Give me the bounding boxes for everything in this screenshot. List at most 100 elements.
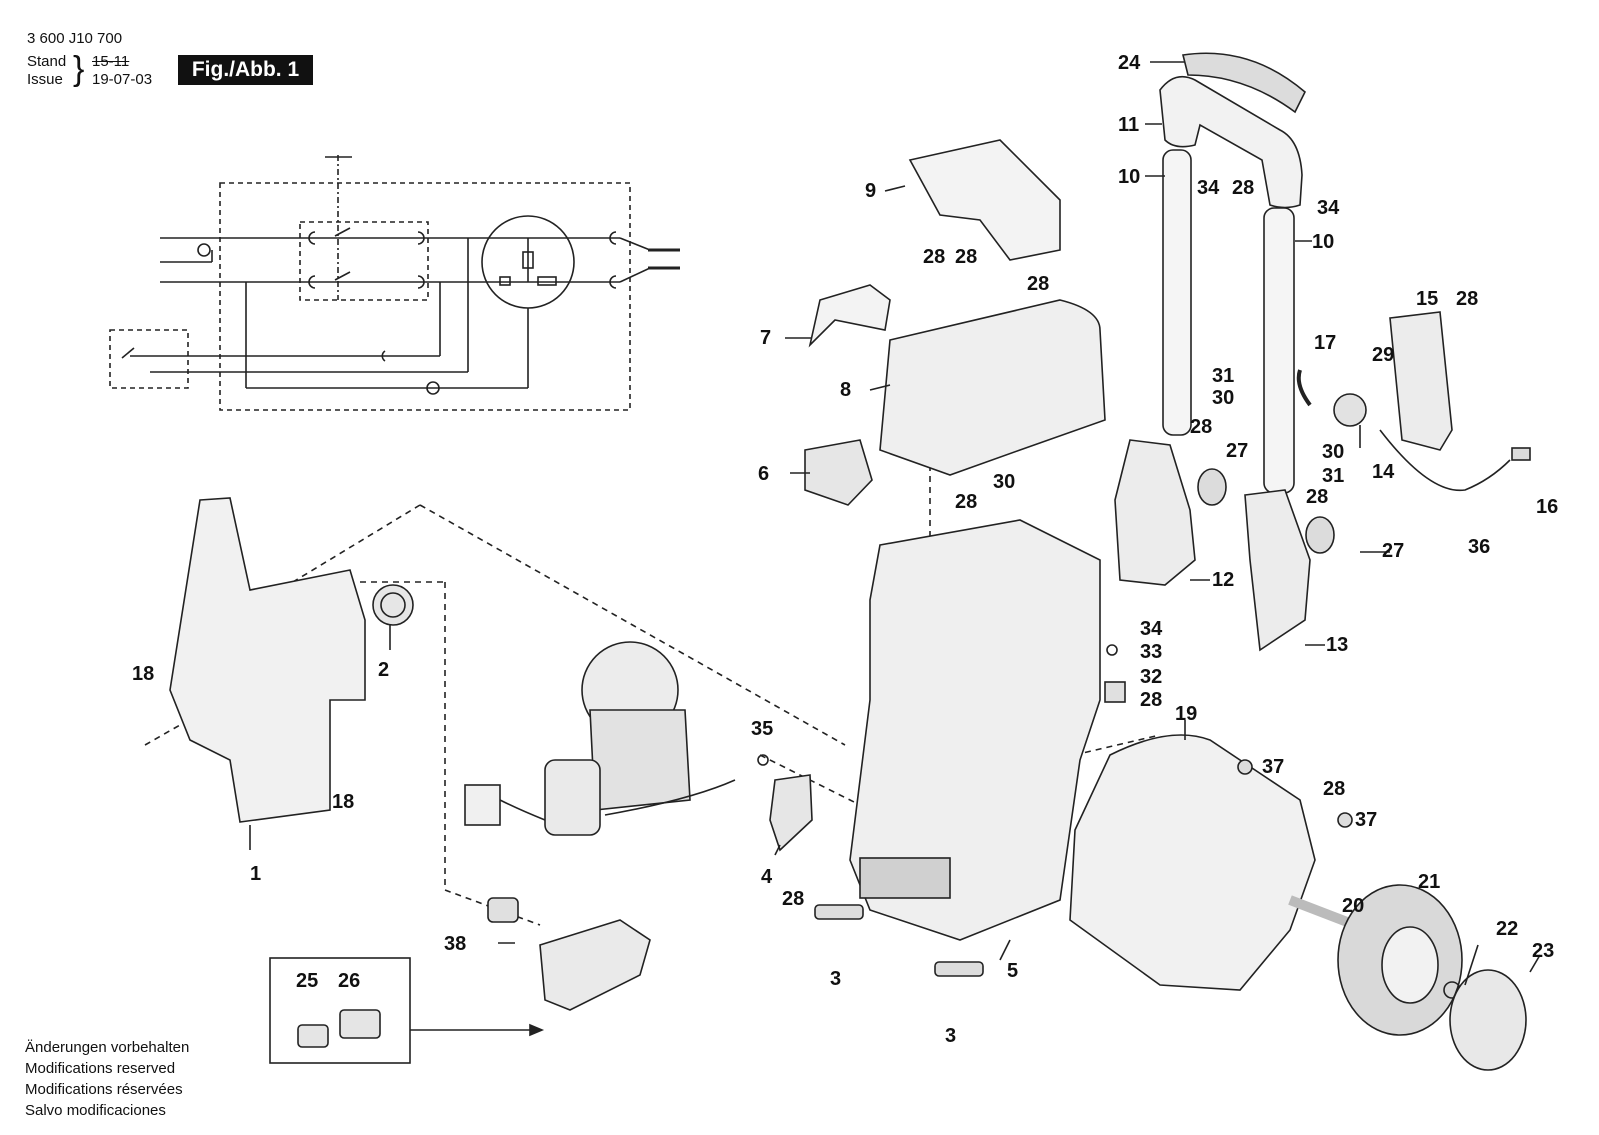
footer-line-fr: Modifications réservées: [25, 1081, 183, 1098]
part-37-plug-2: [1337, 812, 1353, 828]
part-20-axle: [1288, 895, 1357, 930]
part-4: [769, 774, 813, 852]
callout-29: 29: [1372, 344, 1394, 366]
callout-26: 26: [338, 970, 360, 992]
callout-3-a: 3: [830, 968, 841, 990]
part-27-roller: [1197, 468, 1227, 506]
callout-5: 5: [1007, 960, 1018, 982]
callout-38: 38: [444, 933, 466, 955]
grille: [859, 857, 951, 899]
stand-label: Stand: [27, 53, 67, 70]
brace-symbol: }: [73, 50, 85, 88]
part-2-cap: [372, 584, 414, 626]
callout-24: 24: [1118, 52, 1141, 74]
callout-31-a: 31: [1212, 365, 1234, 387]
footer-line-es: Salvo modificaciones: [25, 1102, 166, 1119]
part-3-foot-2: [934, 961, 984, 977]
part-35-ring: [757, 754, 769, 766]
part-6: [804, 439, 873, 506]
callout-25: 25: [296, 970, 318, 992]
callout-18-a: 18: [132, 663, 154, 685]
callout-34-b: 34: [1317, 197, 1340, 219]
part-14-knob: [1333, 393, 1367, 427]
issue-date: 19-07-03: [92, 71, 153, 88]
part-36-hose: [1379, 429, 1511, 492]
callout-28-e: 28: [955, 491, 977, 513]
callout-12: 12: [1212, 569, 1234, 591]
callout-37-b: 37: [1355, 809, 1377, 831]
wiring-schematic: [109, 155, 680, 411]
document-number: 3 600 J10 700: [27, 30, 123, 47]
part-25-adapter: [297, 1024, 329, 1048]
callout-28-i: 28: [1140, 689, 1162, 711]
callout-35: 35: [751, 718, 773, 740]
callout-10-right: 10: [1312, 231, 1334, 253]
callout-31-b: 31: [1322, 465, 1344, 487]
footer-line-de: Änderungen vorbehalten: [25, 1039, 190, 1056]
motor-body: [589, 709, 691, 811]
callout-8: 8: [840, 379, 851, 401]
callout-9: 9: [865, 180, 876, 202]
callout-27-a: 27: [1226, 440, 1248, 462]
footer-line-en: Modifications reserved: [25, 1060, 176, 1077]
part-7: [808, 284, 891, 348]
callout-10-left: 10: [1118, 166, 1140, 188]
callout-37-a: 37: [1262, 756, 1284, 778]
callout-19: 19: [1175, 703, 1197, 725]
callout-32: 32: [1140, 666, 1162, 688]
callout-4: 4: [761, 866, 773, 888]
part-19-wheel-housing: [1069, 734, 1316, 991]
old-issue-date: 15-11: [92, 53, 130, 70]
callout-3-b: 3: [945, 1025, 956, 1047]
callout-28-k: 28: [782, 888, 804, 910]
part-17-tube: [1296, 369, 1312, 407]
callout-22: 22: [1496, 918, 1518, 940]
callout-28-g: 28: [1190, 416, 1212, 438]
callout-34-a: 34: [1197, 177, 1220, 199]
part-13-bracket: [1244, 489, 1311, 652]
callout-28-d: 28: [1027, 273, 1049, 295]
callout-20: 20: [1342, 895, 1364, 917]
issue-label: Issue: [27, 71, 63, 88]
callout-17: 17: [1314, 332, 1336, 354]
callout-7: 7: [760, 327, 771, 349]
callout-34-c: 34: [1140, 618, 1163, 640]
callout-30-b: 30: [1212, 387, 1234, 409]
part-38-connector: [487, 897, 519, 923]
part-11-handle: [1159, 75, 1303, 209]
callout-18-b: 18: [332, 791, 354, 813]
part-37-plug: [1237, 759, 1253, 775]
callout-6: 6: [758, 463, 769, 485]
callout-21: 21: [1418, 871, 1440, 893]
callout-33: 33: [1140, 641, 1162, 663]
callout-23: 23: [1532, 940, 1554, 962]
inset-box: [269, 957, 411, 1064]
part-23-hub-cap: [1449, 969, 1527, 1071]
callout-11: 11: [1118, 114, 1139, 136]
callout-27-b: 27: [1382, 540, 1404, 562]
callout-15: 15: [1416, 288, 1438, 310]
part-1-front-cover: [169, 497, 366, 823]
callout-36: 36: [1468, 536, 1490, 558]
figure-badge: Fig./Abb. 1: [178, 55, 313, 85]
part-9-cover: [908, 139, 1061, 261]
callout-1: 1: [250, 863, 261, 885]
callout-labels: 24 11 10 34 28 34 10 9 28 28 28 7 8 6 28…: [132, 52, 1558, 1047]
leader-lines: [249, 61, 1541, 986]
callout-30-c: 30: [1322, 441, 1344, 463]
part-26-coupling: [339, 1009, 381, 1039]
part-15-panel: [1389, 311, 1453, 451]
part-10-tube-right: [1263, 207, 1295, 494]
callout-13: 13: [1326, 634, 1348, 656]
pump-head: [539, 919, 651, 1011]
callout-14: 14: [1372, 461, 1395, 483]
callout-28-c: 28: [955, 246, 977, 268]
part-10-tube-left: [1162, 149, 1192, 436]
callout-30-a: 30: [993, 471, 1015, 493]
part-32-clip: [1104, 681, 1126, 703]
part-8-top-housing: [879, 299, 1106, 476]
cable: [499, 779, 736, 821]
motor-cap: [544, 759, 601, 836]
part-27-roller-2: [1305, 516, 1335, 554]
